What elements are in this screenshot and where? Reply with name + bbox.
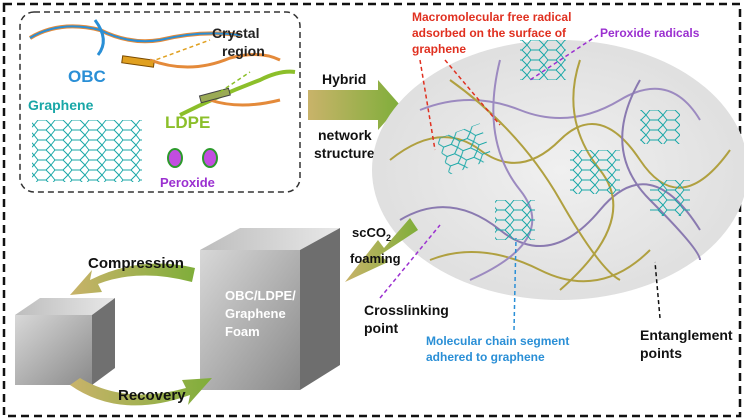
hybrid-arrow: Hybrid network structure <box>308 71 400 161</box>
macro-radical-label: graphene <box>412 42 466 56</box>
graphene-sheet <box>650 180 690 216</box>
foam-label: OBC/LDPE/ <box>225 288 296 303</box>
foam-label: Foam <box>225 324 260 339</box>
compression-arrow: Compression <box>70 255 195 295</box>
crosslinking-label: point <box>364 320 399 336</box>
hybrid-label: Hybrid <box>322 71 366 87</box>
graphene-label: Graphene <box>28 97 94 113</box>
crosslinking-label: Crosslinking <box>364 302 449 318</box>
graphene-sheet <box>436 123 493 175</box>
network-label: network <box>318 127 372 143</box>
compression-label: Compression <box>88 255 184 272</box>
segment-label: adhered to graphene <box>426 350 545 364</box>
macro-radical-label: Macromolecular free radical <box>412 10 571 24</box>
recovery-arrow: Recovery <box>70 378 212 406</box>
entanglement-label: points <box>640 345 682 361</box>
peroxide-radicals-label: Peroxide radicals <box>600 26 700 40</box>
annotations: Macromolecular free radical adsorbed on … <box>364 10 733 364</box>
crystal-label: Crystal <box>212 25 259 41</box>
crystal-region-marker <box>121 55 155 68</box>
ldpe-chain <box>179 69 296 117</box>
foam-cube-compressed <box>15 298 115 385</box>
ldpe-label: LDPE <box>165 113 210 132</box>
graphene-sheet <box>570 150 620 194</box>
peroxide-molecule <box>202 148 218 168</box>
entanglement-label: Entanglement <box>640 327 733 343</box>
foaming-arrow: scCO2 foaming <box>345 218 418 282</box>
graphene-sheet <box>520 40 566 80</box>
graphene-lattice <box>32 120 142 182</box>
macro-radical-label: adsorbed on the surface of <box>412 26 567 40</box>
structure-label: structure <box>314 145 375 161</box>
graphene-sheet <box>640 110 680 144</box>
foam-label: Graphene <box>225 306 286 321</box>
obc-label: OBC <box>68 67 106 86</box>
hybrid-network <box>372 40 744 300</box>
graphene-sheet <box>495 200 535 240</box>
scco2-label: scCO2 <box>352 225 391 243</box>
region-label: region <box>222 43 265 59</box>
peroxide-molecule <box>167 148 183 168</box>
peroxide-label: Peroxide <box>160 175 215 190</box>
foaming-label: foaming <box>350 251 401 266</box>
foam-cube-large: OBC/LDPE/ Graphene Foam <box>200 228 340 390</box>
segment-label: Molecular chain segment <box>426 334 569 348</box>
recovery-label: Recovery <box>118 387 186 404</box>
materials-inset: Crystal region OBC Graphene LDPE Peroxid… <box>19 11 301 193</box>
